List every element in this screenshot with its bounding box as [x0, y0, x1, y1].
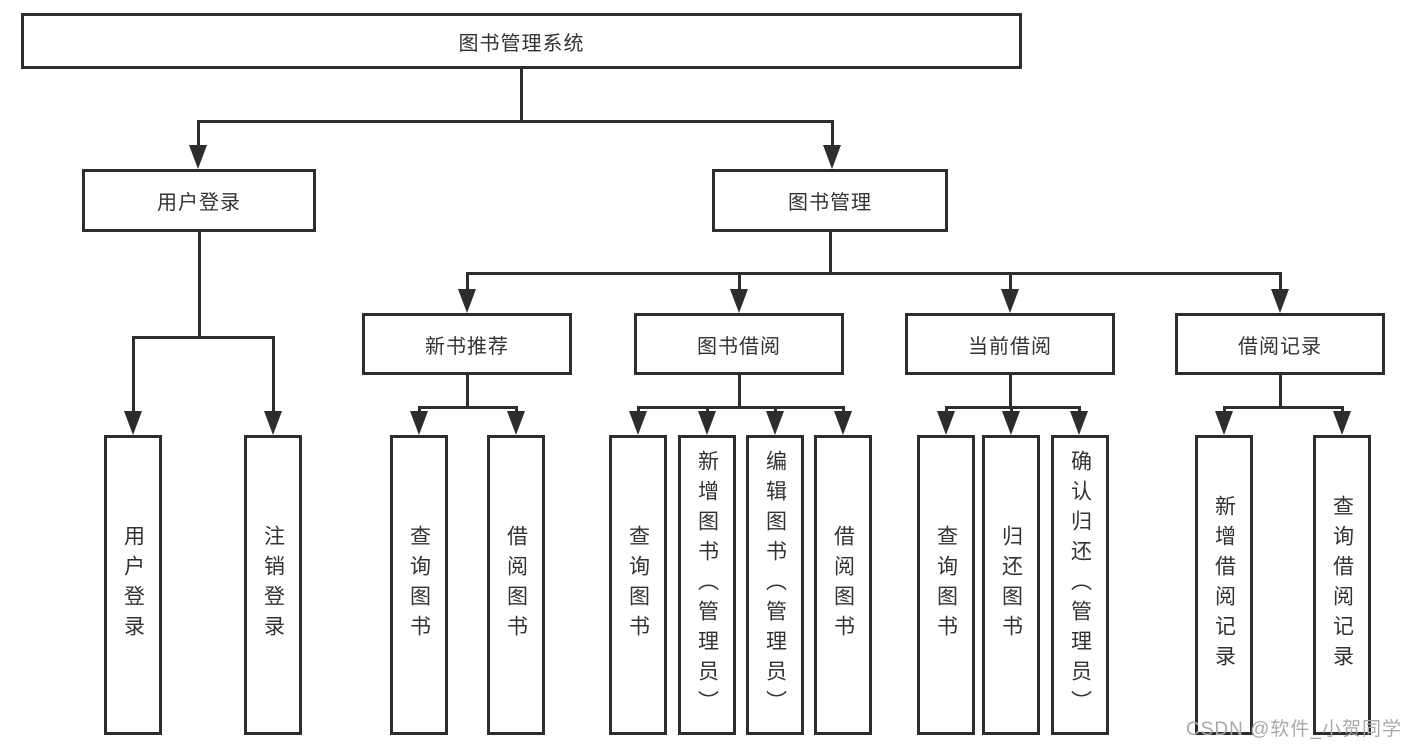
arrowhead-down-icon	[458, 289, 476, 313]
node-book-borrow-label: 图书借阅	[697, 335, 781, 358]
connector-line	[1009, 375, 1012, 408]
connector-line	[738, 272, 741, 291]
arrowhead-down-icon	[698, 411, 716, 435]
connector-line	[738, 375, 741, 408]
node-borrow-records-label: 借阅记录	[1238, 335, 1322, 358]
arrowhead-down-icon	[1215, 411, 1233, 435]
leaf-query-book-2: 查询图书	[609, 435, 667, 735]
node-root-label: 图书管理系统	[458, 32, 585, 55]
leaf-user-login-label: 用户登录	[121, 525, 145, 645]
node-user-login-label: 用户登录	[157, 192, 241, 214]
leaf-query-book-3-label: 查询图书	[934, 525, 958, 645]
connector-line	[1223, 406, 1226, 415]
connector-line	[774, 406, 777, 415]
leaf-query-book-2-label: 查询图书	[626, 525, 650, 645]
leaf-query-book-3: 查询图书	[917, 435, 975, 735]
leaf-add-book-admin-label: 新增图书（管理员）	[695, 450, 719, 720]
connector-line	[1279, 375, 1282, 408]
connector-line	[945, 406, 948, 415]
leaf-logout: 注销登录	[244, 435, 302, 735]
connector-line	[831, 120, 834, 147]
arrowhead-down-icon	[189, 145, 207, 169]
node-new-book-recommend-label: 新书推荐	[425, 335, 509, 358]
csdn-watermark: CSDN @软件_小贺同学	[1186, 719, 1402, 740]
leaf-confirm-return-admin: 确认归还（管理员）	[1051, 435, 1109, 735]
leaf-return-book: 归还图书	[982, 435, 1040, 735]
leaf-user-login: 用户登录	[104, 435, 162, 735]
node-book-management-branch: 图书管理	[712, 169, 948, 232]
leaf-add-borrow-record-label: 新增借阅记录	[1212, 495, 1236, 675]
leaf-borrow-book-2-label: 借阅图书	[831, 525, 855, 645]
connector-line	[520, 69, 523, 122]
arrowhead-down-icon	[937, 411, 955, 435]
connector-line	[418, 406, 421, 415]
node-root-system: 图书管理系统	[21, 13, 1022, 69]
connector-line	[466, 272, 469, 291]
connector-line	[418, 406, 518, 409]
node-borrow-records: 借阅记录	[1175, 313, 1385, 375]
arrowhead-down-icon	[1001, 289, 1019, 313]
connector-line	[198, 232, 201, 338]
node-current-borrow-label: 当前借阅	[968, 335, 1052, 358]
connector-line	[637, 406, 640, 415]
leaf-query-borrow-record-label: 查询借阅记录	[1330, 495, 1354, 675]
node-new-book-recommend: 新书推荐	[362, 313, 572, 375]
connector-line	[1341, 406, 1344, 415]
connector-line	[842, 406, 845, 415]
connector-line	[637, 406, 845, 409]
arrowhead-down-icon	[629, 411, 647, 435]
arrowhead-down-icon	[1333, 411, 1351, 435]
arrowhead-down-icon	[834, 411, 852, 435]
arrowhead-down-icon	[1002, 411, 1020, 435]
leaf-add-borrow-record: 新增借阅记录	[1195, 435, 1253, 735]
connector-line	[829, 232, 832, 274]
leaf-logout-label: 注销登录	[261, 525, 285, 645]
node-user-login-branch: 用户登录	[82, 169, 316, 232]
leaf-query-book-1-label: 查询图书	[407, 525, 431, 645]
leaf-edit-book-admin: 编辑图书（管理员）	[746, 435, 804, 735]
leaf-add-book-admin: 新增图书（管理员）	[678, 435, 736, 735]
connector-line	[515, 406, 518, 415]
node-book-borrow: 图书借阅	[634, 313, 844, 375]
leaf-query-book-1: 查询图书	[390, 435, 448, 735]
node-current-borrow: 当前借阅	[905, 313, 1115, 375]
connector-line	[706, 406, 709, 415]
leaf-borrow-book-1: 借阅图书	[487, 435, 545, 735]
arrowhead-down-icon	[1070, 411, 1088, 435]
arrowhead-down-icon	[823, 145, 841, 169]
leaf-confirm-return-admin-label: 确认归还（管理员）	[1068, 450, 1092, 720]
arrowhead-down-icon	[124, 411, 142, 435]
connector-line	[1223, 406, 1344, 409]
connector-line	[197, 120, 834, 123]
arrowhead-down-icon	[507, 411, 525, 435]
arrowhead-down-icon	[1271, 289, 1289, 313]
connector-line	[272, 336, 275, 413]
leaf-query-borrow-record: 查询借阅记录	[1313, 435, 1371, 735]
leaf-borrow-book-1-label: 借阅图书	[504, 525, 528, 645]
leaf-return-book-label: 归还图书	[999, 525, 1023, 645]
connector-line	[132, 336, 135, 413]
connector-line	[466, 375, 469, 408]
connector-line	[1078, 406, 1081, 415]
arrowhead-down-icon	[410, 411, 428, 435]
arrowhead-down-icon	[766, 411, 784, 435]
arrowhead-down-icon	[264, 411, 282, 435]
connector-line	[1279, 272, 1282, 291]
connector-line	[945, 406, 1081, 409]
connector-line	[466, 272, 1282, 275]
connector-line	[132, 336, 275, 339]
leaf-edit-book-admin-label: 编辑图书（管理员）	[763, 450, 787, 720]
connector-line	[1009, 272, 1012, 291]
arrowhead-down-icon	[730, 289, 748, 313]
leaf-borrow-book-2: 借阅图书	[814, 435, 872, 735]
node-book-management-label: 图书管理	[788, 192, 872, 214]
connector-line	[1010, 406, 1013, 415]
connector-line	[197, 120, 200, 147]
